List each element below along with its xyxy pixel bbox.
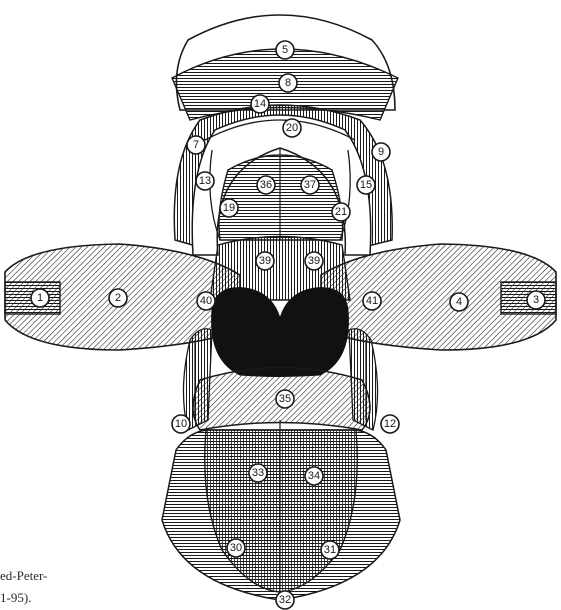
svg-text:10: 10 [175, 418, 187, 430]
svg-text:3: 3 [533, 294, 539, 306]
label-41: 41 [363, 292, 381, 310]
label-3: 3 [527, 291, 545, 309]
label-30: 30 [227, 539, 245, 557]
label-39-left: 39 [256, 252, 274, 270]
svg-text:13: 13 [199, 175, 211, 187]
label-36: 36 [257, 176, 275, 194]
label-5: 5 [276, 41, 294, 59]
label-7: 7 [187, 136, 205, 154]
label-35: 35 [276, 390, 294, 408]
svg-text:19: 19 [223, 202, 235, 214]
svg-text:34: 34 [308, 470, 320, 482]
svg-text:9: 9 [378, 146, 384, 158]
caption-line-1: ed-Peter- [0, 568, 47, 584]
label-4: 4 [450, 293, 468, 311]
svg-text:2: 2 [115, 292, 121, 304]
label-34: 34 [305, 467, 323, 485]
label-12: 12 [381, 415, 399, 433]
svg-text:8: 8 [285, 77, 291, 89]
svg-text:32: 32 [279, 594, 291, 606]
label-8: 8 [279, 74, 297, 92]
svg-text:30: 30 [230, 542, 242, 554]
region-tongue-dark [212, 288, 349, 377]
svg-text:15: 15 [360, 179, 372, 191]
svg-text:36: 36 [260, 179, 272, 191]
label-39-right: 39 [305, 252, 323, 270]
label-13: 13 [196, 172, 214, 190]
label-32: 32 [276, 591, 294, 609]
label-21: 21 [332, 203, 350, 221]
label-10: 10 [172, 415, 190, 433]
label-1: 1 [31, 289, 49, 307]
svg-text:35: 35 [279, 393, 291, 405]
svg-text:1: 1 [37, 292, 43, 304]
label-37: 37 [301, 176, 319, 194]
svg-text:5: 5 [282, 44, 288, 56]
label-14: 14 [251, 95, 269, 113]
svg-text:39: 39 [259, 255, 271, 267]
svg-text:37: 37 [304, 179, 316, 191]
svg-text:4: 4 [456, 296, 462, 308]
svg-text:12: 12 [384, 418, 396, 430]
label-40: 40 [197, 292, 215, 310]
label-2: 2 [109, 289, 127, 307]
svg-text:14: 14 [254, 98, 266, 110]
label-20: 20 [283, 119, 301, 137]
region-palate [219, 155, 343, 240]
label-9: 9 [372, 143, 390, 161]
svg-text:33: 33 [252, 467, 264, 479]
caption-line-2: 1-95). [0, 590, 31, 606]
svg-text:7: 7 [193, 139, 199, 151]
svg-text:40: 40 [200, 295, 212, 307]
label-19: 19 [220, 199, 238, 217]
label-33: 33 [249, 464, 267, 482]
svg-text:39: 39 [308, 255, 320, 267]
svg-text:31: 31 [324, 544, 336, 556]
label-15: 15 [357, 176, 375, 194]
svg-text:21: 21 [335, 206, 347, 218]
label-31: 31 [321, 541, 339, 559]
svg-text:20: 20 [286, 122, 298, 134]
svg-text:41: 41 [366, 295, 378, 307]
